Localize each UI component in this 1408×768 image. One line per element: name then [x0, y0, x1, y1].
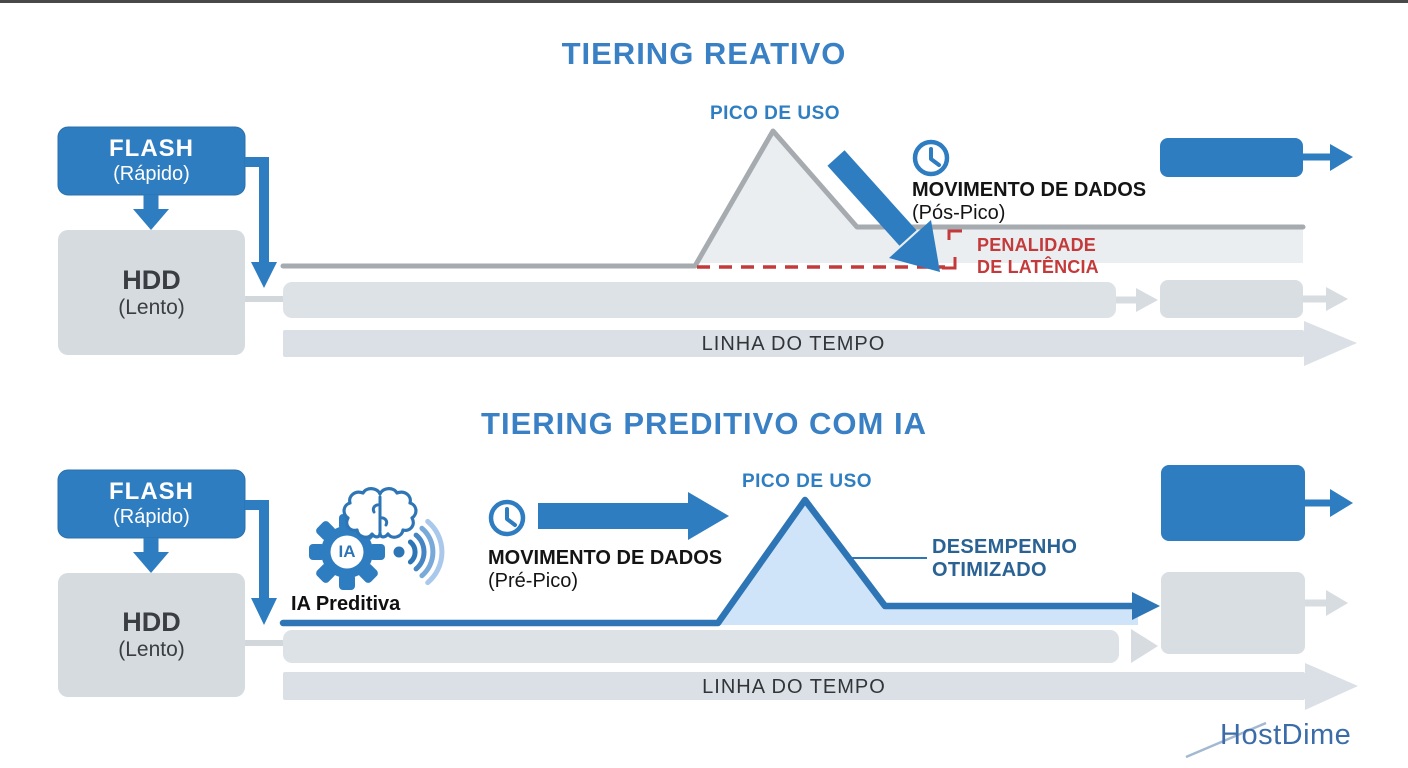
hdd-sublabel: (Lento): [118, 295, 185, 319]
latency-penalty-label: PENALIDADE DE LATÊNCIA: [977, 235, 1099, 277]
timeline-label-reactive: LINHA DO TEMPO: [701, 333, 886, 355]
flash-node-predictive: FLASH (Rápido): [58, 470, 245, 538]
usage-area-reactive: [695, 131, 1303, 266]
flash-buffer-arrow-icon-predictive: [1330, 489, 1353, 517]
hdd-lane-bar-reactive: [283, 282, 1116, 318]
movement-title-reactive: MOVIMENTO DE DADOS: [912, 179, 1147, 201]
data-movement-arrowhead-predictive: [688, 492, 729, 540]
hdd-node-reactive: HDD (Lento): [58, 230, 245, 355]
hdd-buffer-box-predictive: [1161, 572, 1305, 654]
usage-area-predictive: [718, 500, 1138, 625]
hdd-lane-bar-predictive: [283, 630, 1119, 663]
peak-label-reactive: PICO DE USO: [709, 103, 841, 124]
scan-edge-artifact: [0, 0, 1408, 3]
data-movement-arrowhead-reactive: [889, 220, 940, 272]
flash-to-hdd-arrow-icon-predictive: [133, 552, 169, 573]
flash-label: FLASH: [109, 478, 194, 505]
hdd-buffer-box-reactive: [1160, 280, 1303, 318]
usage-curve-arrow-icon-predictive: [1132, 592, 1160, 620]
timeline-arrow-icon-predictive: [1305, 663, 1358, 710]
hdd-label: HDD: [122, 264, 181, 295]
predictive-ai-label: IA Preditiva: [291, 593, 401, 615]
flash-elbow-connector-reactive: [245, 157, 269, 262]
movement-sublabel-reactive: (Pós-Pico): [912, 202, 1006, 224]
flash-buffer-arrow-icon-reactive: [1330, 144, 1353, 171]
flash-buffer-box-reactive: [1160, 138, 1303, 177]
clock-hands-icon-reactive: [929, 147, 941, 167]
timeline-bar-reactive: [283, 330, 1304, 357]
hdd-box-reactive: [58, 230, 245, 355]
flash-sublabel: (Rápido): [113, 506, 190, 528]
signal-waves-icon: [393, 518, 445, 586]
movement-sublabel-predictive: (Pré-Pico): [488, 570, 579, 592]
flash-buffer-box-predictive: [1161, 465, 1305, 541]
usage-curve-predictive: [279, 496, 1136, 627]
ai-gear-icon: [309, 514, 385, 590]
flash-sublabel: (Rápido): [113, 163, 190, 185]
timeline-label-predictive: LINHA DO TEMPO: [702, 676, 886, 698]
movement-title-predictive: MOVIMENTO DE DADOS: [488, 547, 723, 569]
ai-gear-text: IA: [338, 542, 356, 561]
clock-hands-icon-predictive: [505, 507, 517, 527]
brand-logo: HostDime: [1220, 719, 1352, 751]
usage-curve-reactive: [280, 128, 1306, 269]
hdd-box-predictive: [58, 573, 245, 697]
hdd-buffer-arrow-icon-reactive: [1326, 287, 1348, 311]
flash-to-hdd-arrow-icon-reactive: [133, 209, 169, 230]
hdd-lane-arrow-icon-predictive: [1131, 629, 1158, 663]
hdd-label: HDD: [122, 607, 181, 637]
hdd-sublabel: (Lento): [118, 638, 185, 661]
brain-icon: [342, 487, 418, 539]
timeline-bar-predictive: [283, 672, 1305, 700]
flash-elbow-arrow-icon-reactive: [251, 262, 277, 288]
peak-label-predictive: PICO DE USO: [741, 471, 873, 492]
optimized-performance-label: DESEMPENHO OTIMIZADO: [932, 536, 1078, 581]
hdd-buffer-arrow-icon-predictive: [1326, 590, 1348, 616]
flash-elbow-arrow-icon-predictive: [251, 598, 277, 625]
data-movement-arrow-reactive: [827, 150, 917, 246]
flash-label: FLASH: [109, 135, 194, 162]
flash-node-reactive: FLASH (Rápido): [58, 127, 245, 195]
flash-elbow-connector-predictive: [245, 500, 269, 598]
section-title-reactive: TIERING REATIVO: [561, 36, 847, 71]
latency-gap-bracket: [942, 229, 962, 270]
section-title-predictive: TIERING PREDITIVO COM IA: [481, 406, 927, 441]
brand-swoosh-icon: [1185, 721, 1267, 759]
timeline-arrow-icon-reactive: [1304, 321, 1357, 366]
hdd-node-predictive: HDD (Lento): [58, 573, 245, 697]
hdd-lane-arrow-icon-reactive: [1136, 288, 1158, 312]
